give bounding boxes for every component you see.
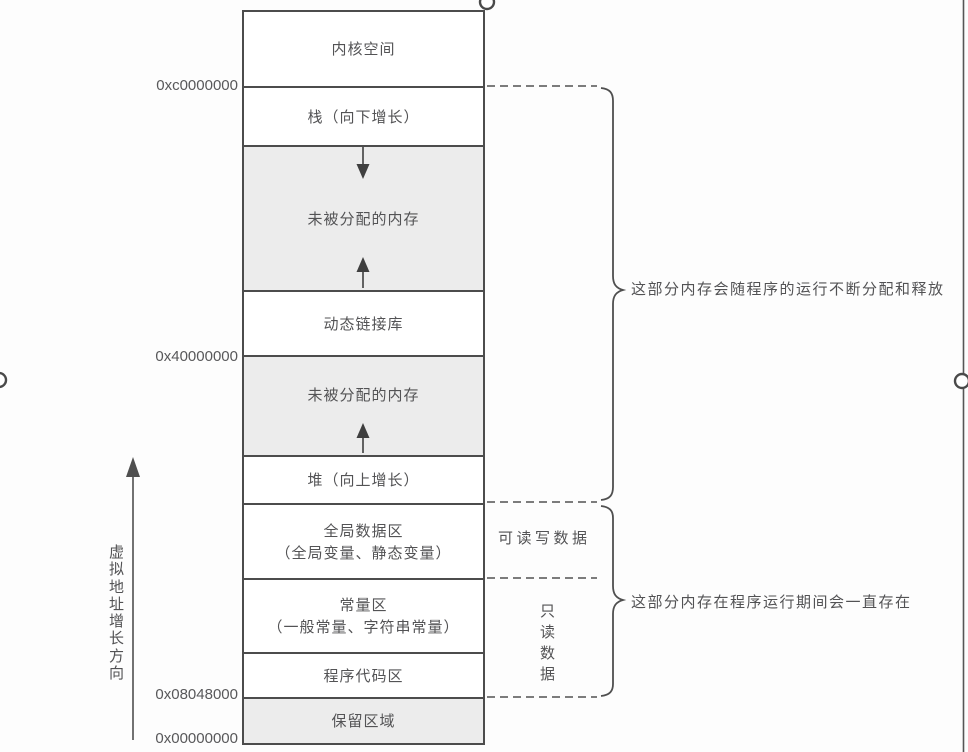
region-sublabel: （一般常量、字符串常量）	[267, 618, 460, 636]
brace-dynamic-region	[600, 87, 627, 501]
region-heap: 堆（向上增长）	[242, 455, 485, 503]
address-label-kernel-boundary: 0xc0000000	[156, 77, 238, 94]
region-label: 未被分配的内存	[307, 386, 420, 404]
region-constants: 常量区 （一般常量、字符串常量）	[242, 578, 485, 652]
address-label-code-start: 0x08048000	[155, 686, 238, 703]
down-arrow-icon	[356, 147, 370, 179]
region-label: 保留区域	[331, 712, 396, 730]
selection-handle-right[interactable]	[953, 372, 968, 390]
region-label: 内核空间	[331, 40, 396, 58]
selection-handle-left[interactable]	[0, 371, 8, 389]
region-label: 未被分配的内存	[307, 209, 420, 228]
annotation-readwrite-data: 可读写数据	[498, 529, 591, 547]
dashed-line	[487, 85, 597, 698]
region-stack: 栈（向下增长）	[242, 86, 485, 145]
region-global-data: 全局数据区 （全局变量、静态变量）	[242, 503, 485, 578]
region-label: 栈（向下增长）	[307, 107, 420, 126]
region-reserved: 保留区域	[242, 697, 485, 745]
annotation-readonly-data: 只读数据	[539, 602, 555, 683]
annotation-persistent-region: 这部分内存在程序运行期间会一直存在	[631, 593, 912, 611]
region-label: 堆（向上增长）	[307, 471, 420, 489]
up-arrow-icon	[356, 423, 370, 453]
selection-handle-top[interactable]	[478, 0, 496, 11]
region-label: 全局数据区	[323, 521, 404, 540]
up-arrow-icon	[356, 257, 370, 288]
brace-persistent-region	[600, 505, 627, 697]
address-label-dll-boundary: 0x40000000	[155, 348, 238, 365]
region-label: 常量区	[339, 596, 388, 614]
axis-arrow-icon	[126, 457, 140, 740]
annotation-dynamic-region: 这部分内存会随程序的运行不断分配和释放	[631, 280, 945, 298]
region-sublabel: （全局变量、静态变量）	[275, 543, 452, 562]
address-label-zero: 0x00000000	[155, 730, 238, 747]
region-code: 程序代码区	[242, 652, 485, 697]
region-dynamic-libraries: 动态链接库	[242, 290, 485, 355]
region-label: 程序代码区	[323, 666, 404, 685]
region-kernel: 内核空间	[242, 10, 485, 86]
axis-label-virtual-address-direction: 虚拟地址增长方向	[108, 543, 124, 683]
region-label: 动态链接库	[323, 314, 404, 333]
